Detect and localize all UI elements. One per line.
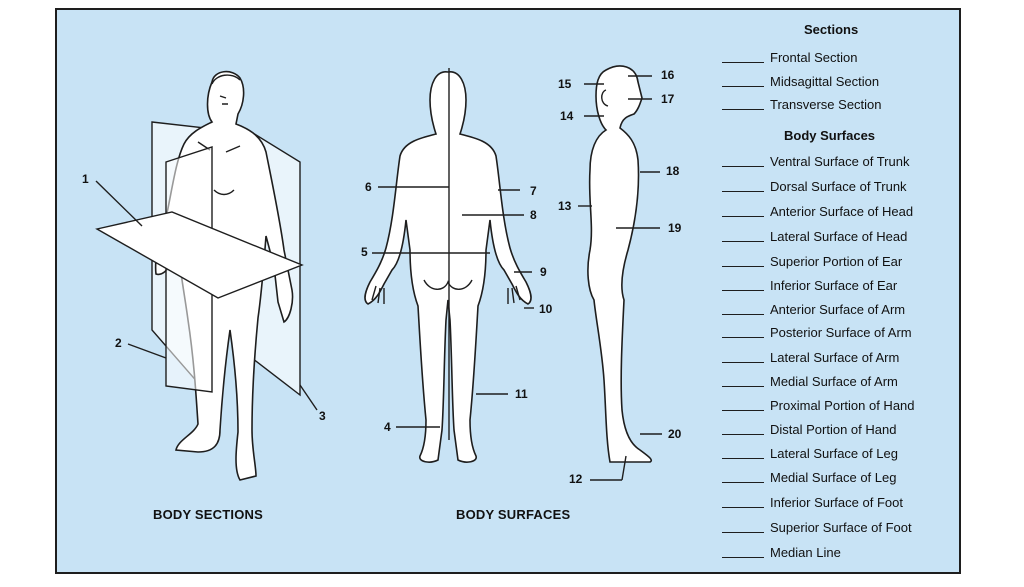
answer-blank[interactable]	[722, 385, 764, 387]
key-item-surface: Inferior Surface of Ear	[722, 277, 897, 293]
answer-blank[interactable]	[722, 108, 764, 110]
callout-19: 19	[668, 221, 682, 235]
answer-blank[interactable]	[722, 240, 764, 242]
key-item-sections: Midsagittal Section	[722, 73, 879, 89]
answer-blank[interactable]	[722, 85, 764, 87]
answer-blank[interactable]	[722, 313, 764, 315]
callout-14: 14	[560, 109, 574, 123]
answer-blank[interactable]	[722, 265, 764, 267]
key-item-surface: Posterior Surface of Arm	[722, 324, 912, 340]
body-surfaces-heading: Body Surfaces	[784, 128, 876, 143]
answer-blank[interactable]	[722, 361, 764, 363]
callout-20: 20	[668, 427, 682, 441]
back-body-figure	[364, 71, 532, 463]
key-item-surface: Proximal Portion of Hand	[722, 397, 915, 413]
key-item-surface: Medial Surface of Leg	[722, 469, 896, 485]
callout-18: 18	[666, 164, 680, 178]
key-item-surface: Dorsal Surface of Trunk	[722, 178, 907, 194]
key-item-surface: Anterior Surface of Head	[722, 203, 913, 219]
body-surfaces-caption: BODY SURFACES	[456, 507, 571, 522]
callout-17: 17	[661, 92, 675, 106]
answer-blank[interactable]	[722, 531, 764, 533]
transverse-plane	[95, 211, 304, 299]
key-item-surface: Ventral Surface of Trunk	[722, 153, 909, 169]
answer-blank[interactable]	[722, 165, 764, 167]
answer-blank[interactable]	[722, 457, 764, 459]
callout-4: 4	[384, 420, 391, 434]
answer-blank[interactable]	[722, 506, 764, 508]
callout-9: 9	[540, 265, 547, 279]
key-item-surface: Inferior Surface of Foot	[722, 494, 903, 510]
callout-5: 5	[361, 245, 368, 259]
answer-blank[interactable]	[722, 289, 764, 291]
key-item-sections: Transverse Section	[722, 96, 882, 112]
key-item-surface: Median Line	[722, 544, 841, 560]
key-item-sections: Frontal Section	[722, 49, 857, 65]
key-item-surface: Anterior Surface of Arm	[722, 301, 905, 317]
answer-blank[interactable]	[722, 61, 764, 63]
callout-3: 3	[319, 409, 326, 423]
answer-blank[interactable]	[722, 409, 764, 411]
key-item-surface: Superior Portion of Ear	[722, 253, 902, 269]
key-item-surface: Superior Surface of Foot	[722, 519, 912, 535]
sections-heading: Sections	[804, 22, 859, 37]
body-surfaces-back-figure	[364, 68, 534, 463]
body-sections-caption: BODY SECTIONS	[153, 507, 263, 522]
answer-blank[interactable]	[722, 556, 764, 558]
callout-15: 15	[558, 77, 572, 91]
callout-6: 6	[365, 180, 372, 194]
callout-16: 16	[661, 68, 675, 82]
answer-blank[interactable]	[722, 433, 764, 435]
callout-13: 13	[558, 199, 572, 213]
key-item-surface: Distal Portion of Hand	[722, 421, 896, 437]
answer-blank[interactable]	[722, 190, 764, 192]
body-sections-figure	[95, 70, 318, 481]
callout-10: 10	[539, 302, 553, 316]
key-item-surface: Medial Surface of Arm	[722, 373, 898, 389]
answer-blank[interactable]	[722, 215, 764, 217]
key-item-surface: Lateral Surface of Arm	[722, 349, 899, 365]
callout-2: 2	[115, 336, 122, 350]
answer-blank[interactable]	[722, 336, 764, 338]
callout-8: 8	[530, 208, 537, 222]
callout-11: 11	[515, 387, 528, 401]
key-item-surface: Lateral Surface of Leg	[722, 445, 898, 461]
callout-7: 7	[530, 184, 537, 198]
answer-blank[interactable]	[722, 481, 764, 483]
callout-12: 12	[569, 472, 583, 486]
key-item-surface: Lateral Surface of Head	[722, 228, 907, 244]
callout-1: 1	[82, 172, 89, 186]
side-body-figure	[587, 65, 653, 463]
side-view-figure	[578, 65, 662, 481]
